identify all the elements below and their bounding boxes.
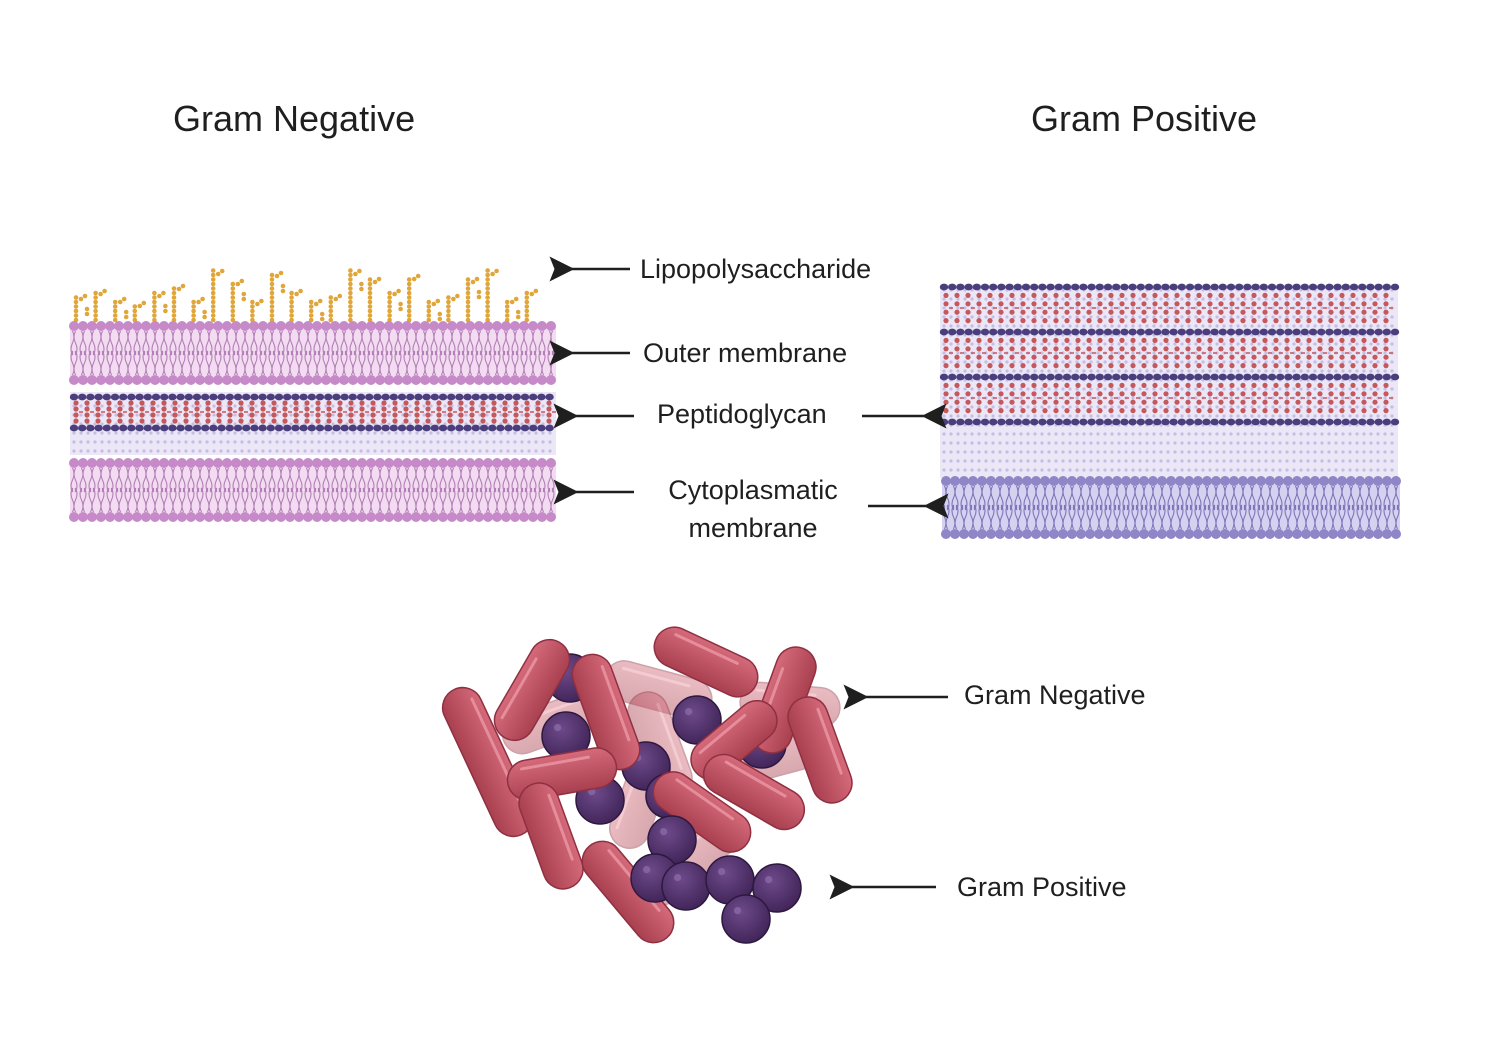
label-arrows xyxy=(549,256,949,900)
cluster-gram-positive-label: Gram Positive xyxy=(957,872,1127,902)
peptidoglycan-label: Peptidoglycan xyxy=(657,399,827,429)
bacteria-cluster xyxy=(441,626,853,944)
gram-negative-title: Gram Negative xyxy=(173,98,416,139)
rod-bacterium xyxy=(493,638,571,742)
rod-bacterium xyxy=(787,696,853,804)
rod-bacterium xyxy=(518,782,584,890)
coccus-bacterium xyxy=(647,815,697,865)
coccus-bacterium xyxy=(721,894,771,944)
cluster-gram-negative-label: Gram Negative xyxy=(964,680,1146,710)
gram-positive-title: Gram Positive xyxy=(1031,98,1258,139)
cytoplasmatic-line-1: Cytoplasmatic xyxy=(668,475,838,505)
coccus-bacterium xyxy=(752,863,802,913)
rod-bacterium xyxy=(571,653,641,771)
coccus-bacterium xyxy=(661,861,711,911)
gram-positive-cell-wall xyxy=(939,283,1401,539)
cytoplasmatic-membrane-label: Cytoplasmatic membrane xyxy=(648,471,858,547)
outer-membrane-label: Outer membrane xyxy=(643,338,848,368)
gram-negative-cell-wall xyxy=(69,268,556,522)
lipopolysaccharide-label: Lipopolysaccharide xyxy=(640,254,872,284)
rod-bacterium xyxy=(653,626,759,698)
rod-bacterium xyxy=(702,753,806,831)
cytoplasmatic-line-2: membrane xyxy=(688,513,818,543)
